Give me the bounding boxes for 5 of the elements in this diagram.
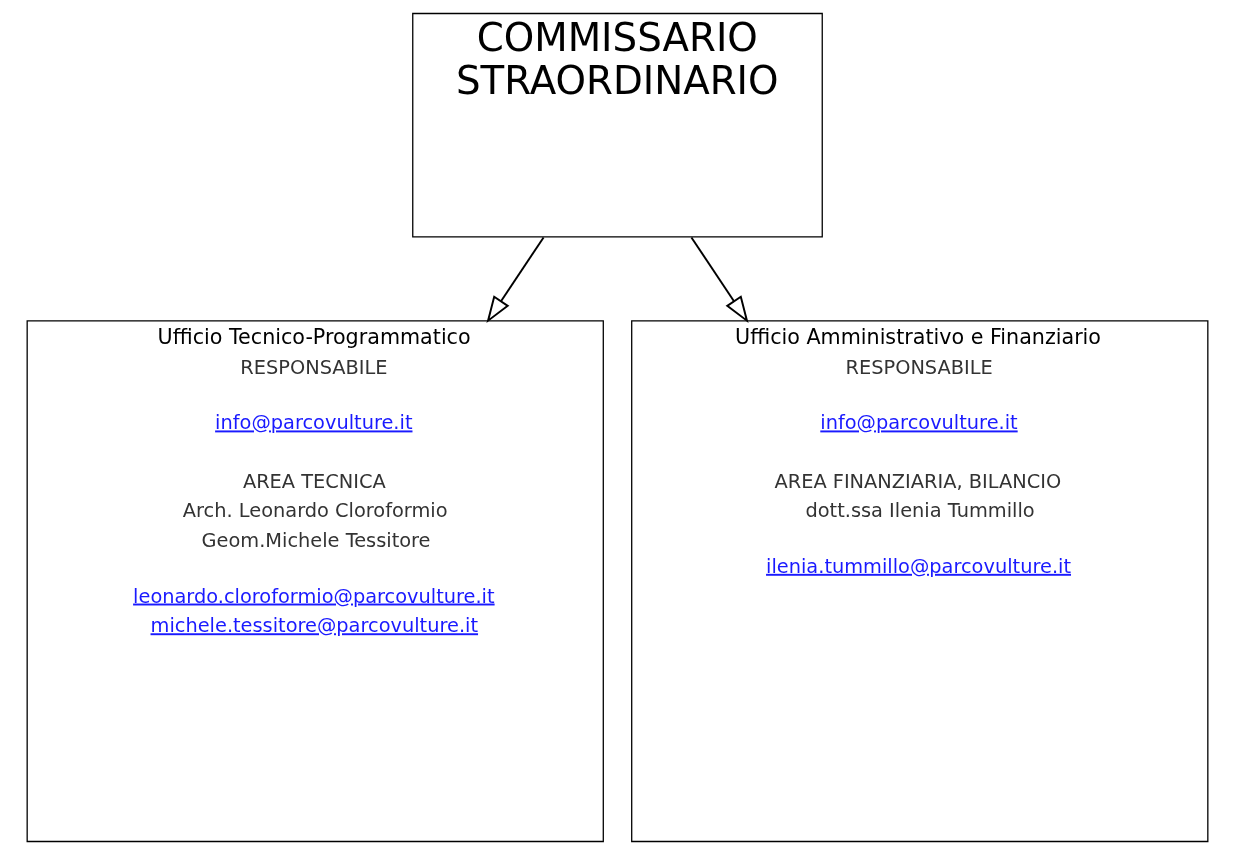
node-box: COMMISSARIO STRAORDINARIO	[412, 12, 823, 238]
node-box: Ufficio Amministrativo e Finanziario RESPONSABILE info@parcovulture.it AREA FINANZIARIA, BILANCIO dott.ssa Ilenia Tummillo ilenia.tummillo@parcovulture.it	[631, 320, 1209, 843]
arrow	[690, 236, 749, 324]
node-box: Ufficio Tecnico-Programmatico RESPONSABILE info@parcovulture.it AREA TECNICA Arch. Leonardo Cloroformio Geom.Michele Tessitore leonardo.cloroformio@parcovulture.it michele.tessitore@parcovulture.it	[26, 320, 604, 843]
arrow	[486, 236, 545, 324]
